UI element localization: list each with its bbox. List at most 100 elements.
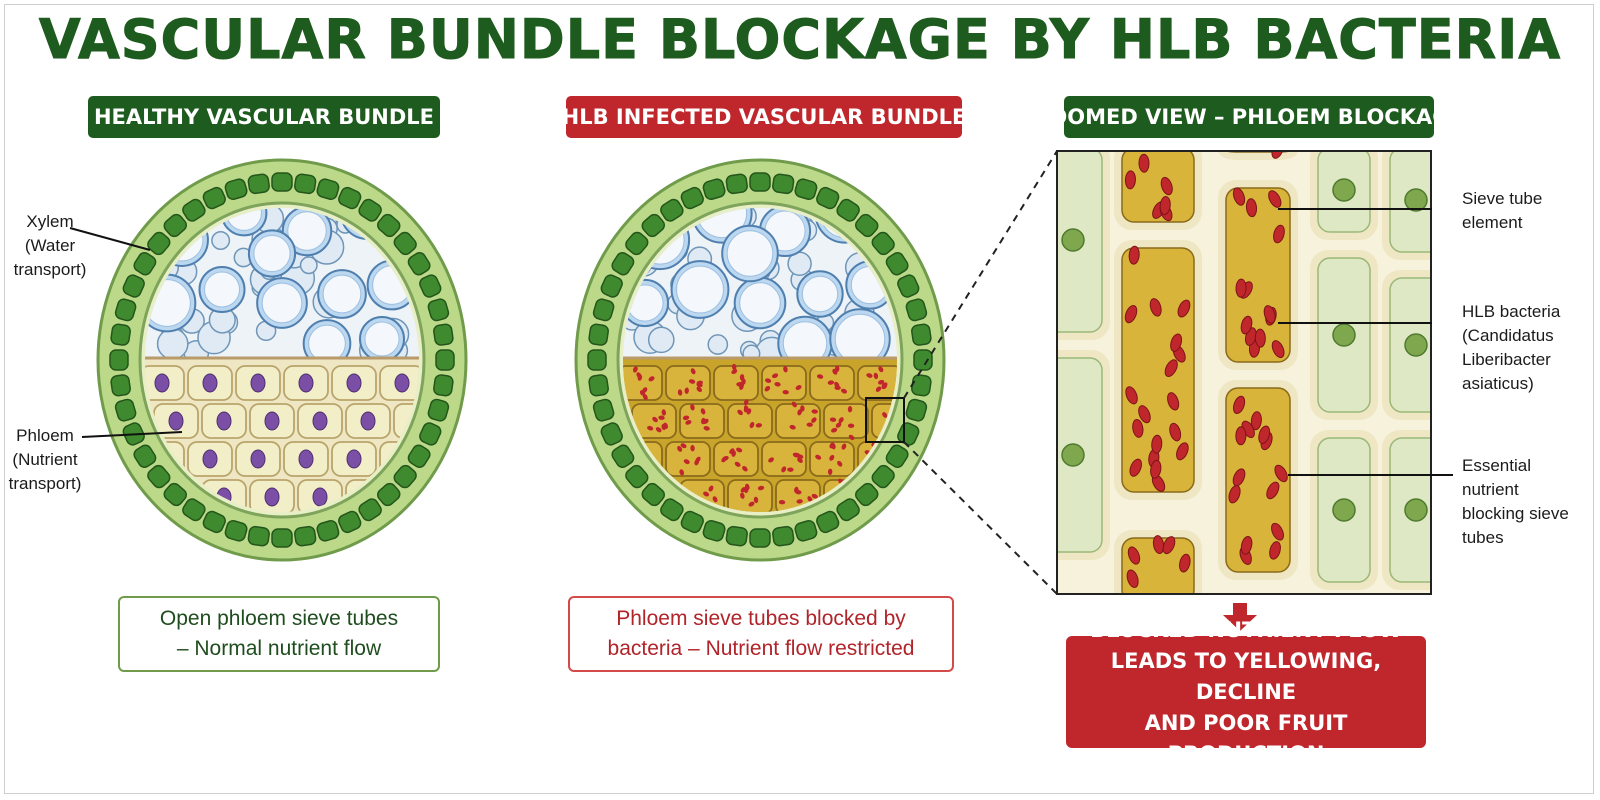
bacterium: [811, 493, 818, 499]
bacterium: [736, 447, 743, 453]
cortex-cell: [905, 398, 928, 422]
cortex-cell: [316, 178, 340, 200]
bacterium: [835, 365, 840, 372]
cortex-cell: [885, 252, 909, 276]
bacterium: [748, 501, 755, 507]
cortex-cell: [855, 482, 879, 507]
bacterium: [835, 422, 842, 428]
healthy-caption: Open phloem sieve tubes – Normal nutrien…: [118, 596, 440, 672]
cortex-cell: [202, 510, 226, 534]
blocked-sieve-cell: [713, 441, 759, 477]
cortex-cell: [885, 444, 909, 468]
cortex-cell: [377, 482, 401, 507]
bacterium: [743, 399, 749, 406]
bacterium: [831, 443, 836, 450]
bacterium: [1269, 541, 1281, 560]
bacterium: [797, 409, 802, 416]
cortex-cell: [913, 349, 933, 371]
cell-membrane: [1057, 151, 1103, 333]
zoom-panel-heading: ZOOMED VIEW – PHLOEM BLOCKAGE: [1034, 96, 1464, 138]
bacterium: [1126, 569, 1139, 588]
bacterium: [1254, 328, 1266, 348]
bacterium: [764, 385, 771, 392]
bacterium: [677, 445, 683, 452]
cortex-cell: [625, 464, 649, 489]
cortex-cell: [122, 274, 145, 298]
cortex-cell: [109, 349, 129, 371]
bacterium: [658, 415, 665, 420]
zoom-connector-bottom: [903, 441, 1058, 595]
cortex-cell: [611, 444, 635, 468]
bacterium: [696, 382, 703, 388]
bacterium: [648, 376, 655, 382]
page-title: VASCULAR BUNDLE BLOCKAGE BY HLB BACTERIA: [38, 8, 1562, 72]
bacterium: [1160, 176, 1173, 196]
bacterium: [1271, 522, 1284, 541]
cortex-cell: [911, 323, 932, 346]
bacterium: [1128, 245, 1140, 265]
bacterium: [791, 401, 797, 408]
cell-nucleus: [1332, 178, 1356, 202]
companion-nucleus: [346, 373, 362, 393]
bacterium: [652, 416, 658, 423]
bacterium: [782, 390, 789, 395]
bacterium: [1152, 535, 1165, 555]
companion-nucleus: [298, 449, 314, 469]
bacterium: [789, 424, 796, 430]
blocked-sieve-cell: [823, 403, 869, 439]
bacterium: [1149, 298, 1162, 317]
cell-nucleus: [1061, 228, 1085, 252]
cortex-cell: [224, 178, 248, 200]
bacterium: [1167, 392, 1180, 411]
bacterium: [807, 496, 813, 503]
cortex-cell: [749, 528, 771, 548]
bacterium: [816, 374, 824, 379]
bacterium: [877, 379, 885, 385]
cortex-cell: [588, 374, 609, 397]
bacterium: [1150, 459, 1162, 479]
companion-nucleus: [154, 373, 170, 393]
bacterium: [811, 417, 817, 423]
bacterium: [1124, 170, 1136, 190]
cell-nucleus: [1404, 333, 1428, 357]
blocked-sieve-cell: [665, 365, 711, 401]
bacterium: [787, 467, 794, 472]
bacterium: [838, 417, 844, 424]
bacterium: [873, 372, 879, 380]
bacterium: [737, 409, 743, 416]
bacterium: [1138, 405, 1151, 424]
bacterium: [712, 496, 718, 503]
bacterium: [840, 388, 848, 394]
bacterium: [796, 499, 803, 504]
companion-nucleus: [312, 411, 328, 431]
essential-nutrient-label: Essential nutrient blocking sieve tubes: [1462, 456, 1569, 547]
blocked-sieve-cell: [727, 479, 773, 512]
cortex-cell: [680, 510, 704, 534]
bacterium: [731, 363, 737, 371]
xylem-lumen: [364, 321, 400, 357]
bacterium: [1268, 190, 1282, 208]
bacterium: [655, 427, 662, 433]
bacterium: [1138, 153, 1150, 173]
cortex-cell: [110, 323, 131, 346]
cell-nucleus: [1332, 498, 1356, 522]
cortex-cell: [433, 323, 454, 346]
bacterium: [878, 366, 884, 373]
cortex-cell: [836, 198, 860, 222]
bacterium: [1266, 481, 1280, 500]
cell-membrane: [1121, 247, 1195, 493]
bacterium: [703, 426, 710, 431]
bacterium: [1176, 442, 1189, 461]
cortex-cell: [407, 252, 431, 276]
bacterium: [731, 368, 738, 375]
cell-membrane: [1225, 187, 1291, 363]
bacterium: [1232, 187, 1246, 206]
cortex-cell: [897, 274, 920, 298]
zoom-connector-top: [903, 150, 1058, 399]
bacterium: [800, 405, 805, 412]
healthy-panel-heading: HEALTHY VASCULAR BUNDLE: [88, 96, 440, 138]
cortex-cell: [660, 498, 684, 522]
cortex-cell: [592, 298, 615, 322]
bacterium: [848, 434, 855, 441]
cortex-cell: [600, 274, 623, 298]
